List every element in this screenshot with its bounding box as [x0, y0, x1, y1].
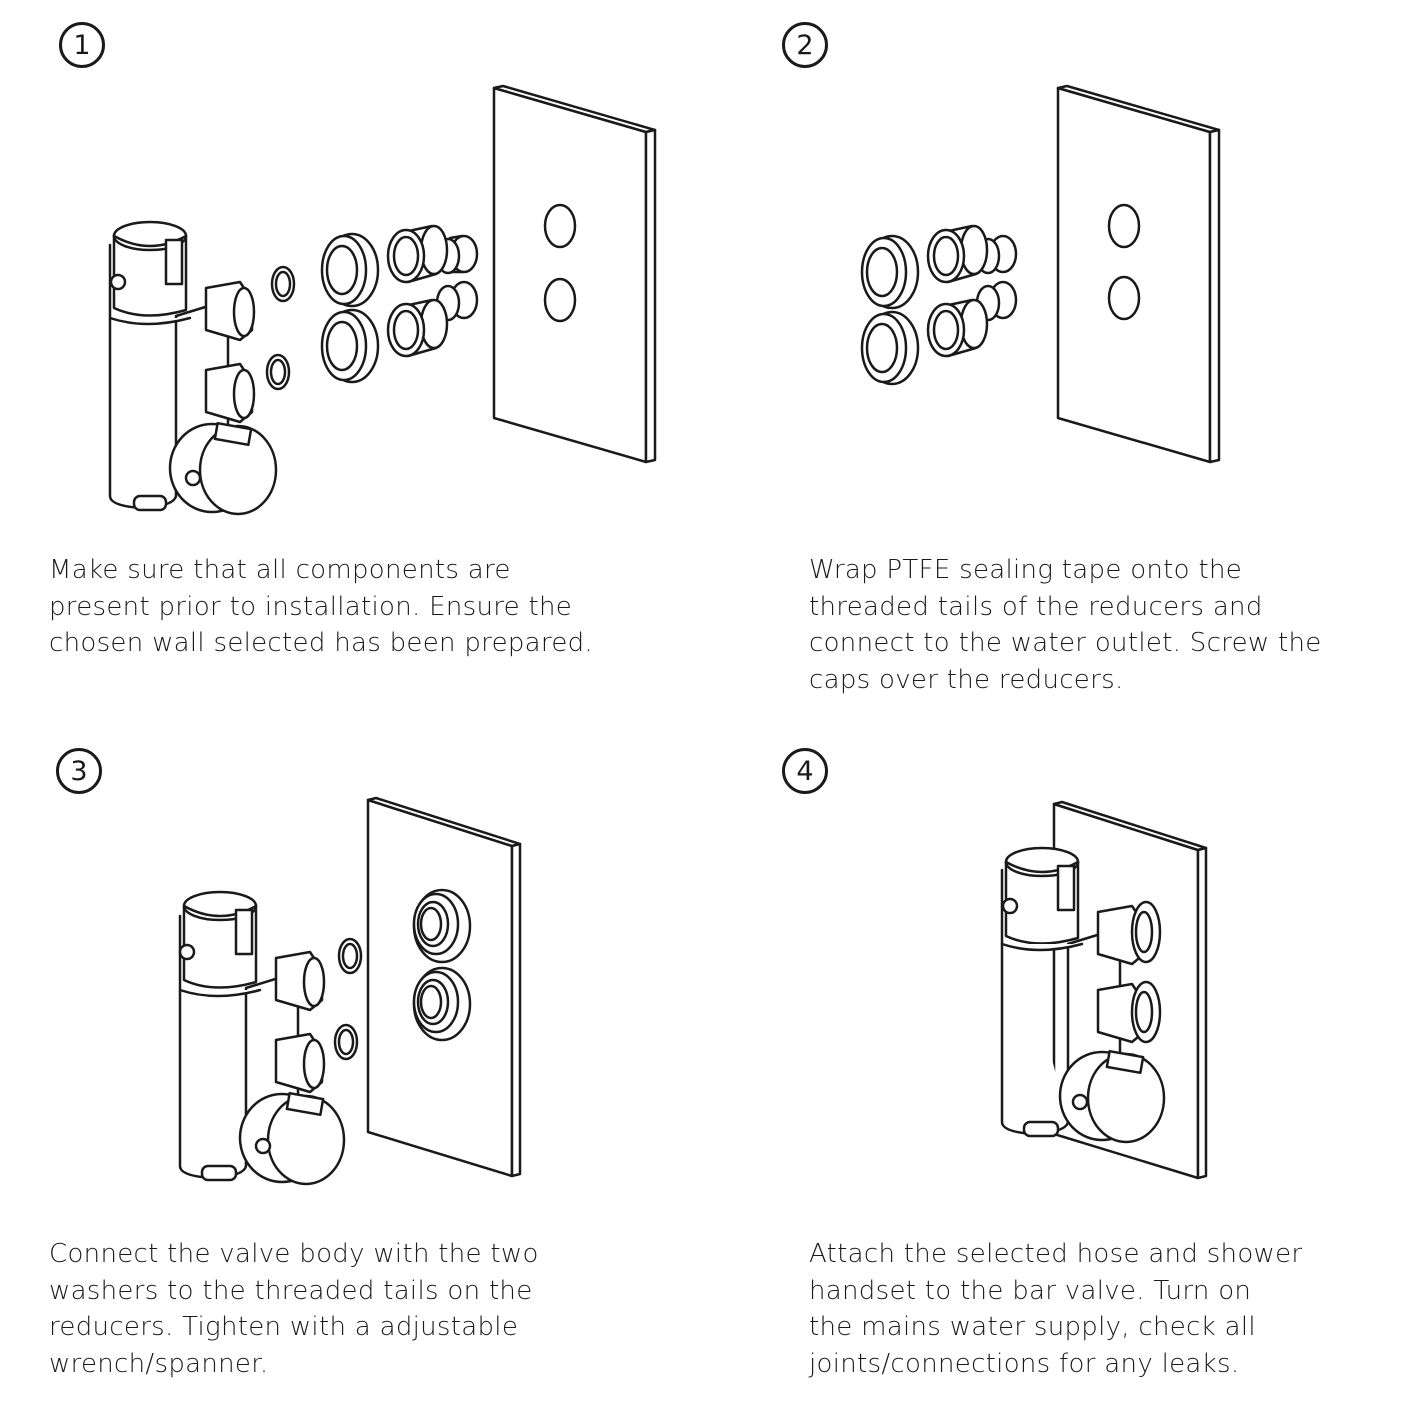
installed-cap-bottom — [412, 966, 472, 1042]
installed-cap-top — [412, 888, 472, 964]
wall-plate — [492, 84, 657, 464]
cap-bottom — [860, 310, 920, 386]
cap-top — [860, 234, 920, 310]
step-2-instructions: Wrap PTFE sealing tape onto the threaded… — [809, 555, 1322, 695]
wall-plate — [1056, 84, 1221, 464]
washer-top — [337, 937, 363, 975]
reducer-top — [926, 224, 1018, 284]
washer-bottom — [333, 1023, 359, 1061]
step-3-instructions: Connect the valve body with the two wash… — [49, 1239, 539, 1379]
washer-bottom — [265, 353, 291, 391]
step-1-instructions: Make sure that all components are presen… — [49, 555, 593, 658]
reducer-bottom — [386, 280, 479, 358]
reducer-bottom — [926, 280, 1018, 358]
step-3-number: 3 — [56, 748, 102, 794]
reducer-top — [386, 224, 479, 284]
step-2-number: 2 — [782, 22, 828, 68]
step-1-number: 1 — [59, 22, 105, 68]
step-4-illustration — [1000, 800, 1208, 1180]
bar-valve — [178, 890, 346, 1186]
step-1-illustration — [108, 84, 657, 516]
cap-bottom — [320, 308, 380, 384]
cap-top — [320, 232, 380, 308]
step-4-instructions: Attach the selected hose and shower hand… — [809, 1239, 1303, 1379]
bar-valve — [108, 220, 278, 516]
washer-top — [270, 265, 296, 303]
bar-valve — [1000, 846, 1166, 1144]
step-4-number: 4 — [782, 748, 828, 794]
step-3-illustration — [178, 796, 522, 1186]
step-2-illustration — [860, 84, 1221, 464]
